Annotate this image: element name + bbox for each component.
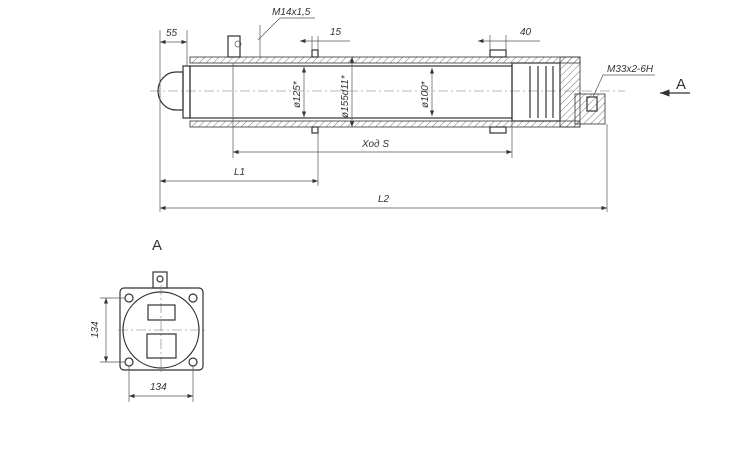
dim-15: 15 (330, 27, 342, 38)
small-lug (489, 126, 507, 134)
thread-m14-label: M14x1,5 (272, 7, 311, 18)
tube-wall-top (189, 56, 581, 64)
port-window-bottom (146, 333, 177, 359)
view-a-flange (119, 287, 204, 371)
stroke-label: Ход S (361, 139, 389, 150)
dimensions: 55 M14x1,5 15 40 ø125* ø155d11* ø100* Хо… (159, 7, 690, 212)
bolt-hole (188, 293, 198, 303)
small-lug (489, 49, 507, 58)
lug-hole (156, 275, 164, 283)
port-block (574, 93, 606, 125)
small-lug (311, 126, 319, 134)
view-arrow-label: A (676, 76, 686, 93)
dim-134-vertical: 134 (90, 321, 101, 338)
cylinder-side-view (150, 35, 625, 134)
piston (511, 62, 561, 122)
bolt-hole (188, 357, 198, 367)
leader-line (592, 74, 604, 98)
dia-155: ø155d11* (340, 74, 351, 118)
dim-55: 55 (166, 28, 178, 39)
port-window-top (147, 304, 176, 321)
dim-l1: L1 (234, 167, 245, 178)
leader-line (257, 17, 281, 41)
rod-ball-end (157, 71, 184, 111)
view-a: A 134 134 (90, 237, 205, 402)
lug-hole (234, 40, 242, 48)
view-a-lug (152, 271, 168, 289)
dia-125: ø125* (292, 80, 303, 108)
small-lug (311, 49, 319, 58)
tube-wall-bottom (189, 120, 581, 128)
rod-head-flange (182, 65, 191, 119)
bolt-hole (124, 357, 134, 367)
thread-m33-label: M33x2-6H (607, 64, 654, 75)
rod (189, 65, 513, 119)
dia-100: ø100* (420, 80, 431, 108)
port-bore (586, 96, 598, 112)
dim-l2: L2 (378, 194, 390, 205)
dim-134-horizontal: 134 (150, 382, 167, 393)
mounting-lug (227, 35, 241, 58)
dim-40: 40 (520, 27, 532, 38)
bolt-hole (124, 293, 134, 303)
view-a-title: A (152, 237, 162, 254)
